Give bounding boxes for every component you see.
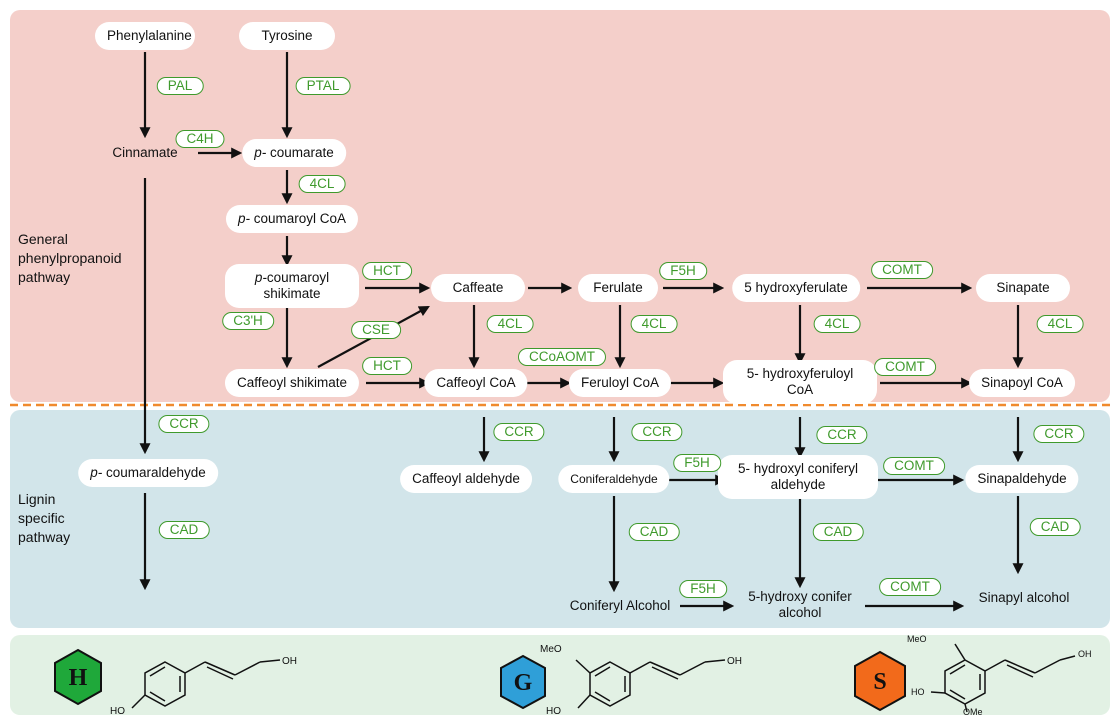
node-caffeoyl-aldehyde: Caffeoyl aldehyde [400,465,532,493]
enzyme-4cl-1: 4CL [298,175,346,193]
node-feruloyl-coa: Feruloyl CoA [568,369,672,397]
enzyme-4cl-4: 4CL [813,315,861,333]
h-monomer-letter: H [69,665,88,691]
monomer-panel [10,635,1110,715]
h-ho-label: HO [110,706,125,715]
node-coniferyl-alcohol: Coniferyl Alcohol [569,598,671,613]
node-tyrosine: Tyrosine [239,22,335,50]
g-meo-label: MeO [540,644,562,655]
lignin-label-line-1: Lignin [18,491,56,507]
g-monomer-badge: G [500,654,546,710]
enzyme-hct-2: HCT [362,357,412,375]
node-5-hydroxyferulate: 5 hydroxyferulate [732,274,860,302]
node-sinapoyl-coa: Sinapoyl CoA [969,369,1075,397]
general-pathway-panel [10,10,1110,402]
general-label-line-2: phenylpropanoid [18,250,122,266]
node-cinnamate: Cinnamate [112,145,178,160]
s-oh-label: OH [1078,649,1092,659]
lignin-pathway-label: Lignin specific pathway [18,490,70,547]
enzyme-ccr-1: CCR [158,415,210,433]
enzyme-comt-3: COMT [883,457,945,475]
enzyme-comt-4: COMT [879,578,941,596]
node-caffeate: Caffeate [431,274,525,302]
enzyme-pal: PAL [156,77,204,95]
enzyme-comt-2: COMT [874,358,936,376]
node-phenylalanine: Phenylalanine [95,22,195,50]
enzyme-ccr-2: CCR [493,423,545,441]
node-p-coumarate: p- coumarate [242,139,346,167]
enzyme-f5h-3: F5H [679,580,727,598]
g-ho-label: HO [546,706,561,715]
enzyme-4cl-3: 4CL [630,315,678,333]
enzyme-c4h: C4H [175,130,225,148]
lignin-label-line-2: specific [18,510,65,526]
node-coniferaldehyde: Coniferaldehyde [558,465,670,493]
enzyme-4cl-5: 4CL [1036,315,1084,333]
g-monomer-letter: G [514,670,533,696]
enzyme-hct-1: HCT [362,262,412,280]
enzyme-f5h-2: F5H [673,454,721,472]
node-p-coumaroyl-coa: p- coumaroyl CoA [225,205,359,233]
enzyme-f5h-1: F5H [659,262,707,280]
enzyme-ccr-5: CCR [1033,425,1085,443]
enzyme-cse: CSE [351,321,401,339]
enzyme-ccr-4: CCR [816,426,868,444]
node-sinapyl-alcohol: Sinapyl alcohol [978,590,1070,605]
enzyme-cad-1: CAD [158,521,210,539]
s-ho-label: HO [911,687,925,697]
node-caffeoyl-shikimate: Caffeoyl shikimate [224,369,360,397]
s-monomer-structure: MeO OH HO OMe [907,634,1092,715]
enzyme-cad-3: CAD [812,523,864,541]
enzyme-ccr-3: CCR [631,423,683,441]
general-label-line-3: pathway [18,269,71,285]
enzyme-comt-1: COMT [871,261,933,279]
reaction-arrows [139,52,1024,612]
node-sinapate: Sinapate [976,274,1070,302]
general-label-line-1: General [18,231,68,247]
enzyme-ccoaomt: CCoAOMT [517,348,607,366]
s-meo-top-label: MeO [907,634,927,644]
node-p-coumaraldehyde: p- coumaraldehyde [78,459,218,487]
lignin-label-line-3: pathway [18,529,71,545]
s-monomer-letter: S [873,669,886,695]
g-oh-label: OH [727,656,742,667]
s-monomer-badge: S [854,650,906,712]
h-monomer-structure: OH HO [110,656,297,715]
enzyme-4cl-2: 4CL [486,315,534,333]
s-meo-bottom-label: OMe [963,707,983,715]
h-oh-label: OH [282,656,297,667]
general-pathway-label: General phenylpropanoid pathway [18,230,122,287]
enzyme-c3h: C3'H [222,312,274,330]
node-caffeoyl-coa: Caffeoyl CoA [424,369,528,397]
enzyme-ptal: PTAL [295,77,351,95]
node-ferulate: Ferulate [578,274,658,302]
h-monomer-badge: H [54,648,102,706]
node-sinapaldehyde: Sinapaldehyde [965,465,1079,493]
enzyme-cad-4: CAD [1029,518,1081,536]
g-monomer-structure: MeO OH HO [540,644,742,715]
enzyme-cad-2: CAD [628,523,680,541]
